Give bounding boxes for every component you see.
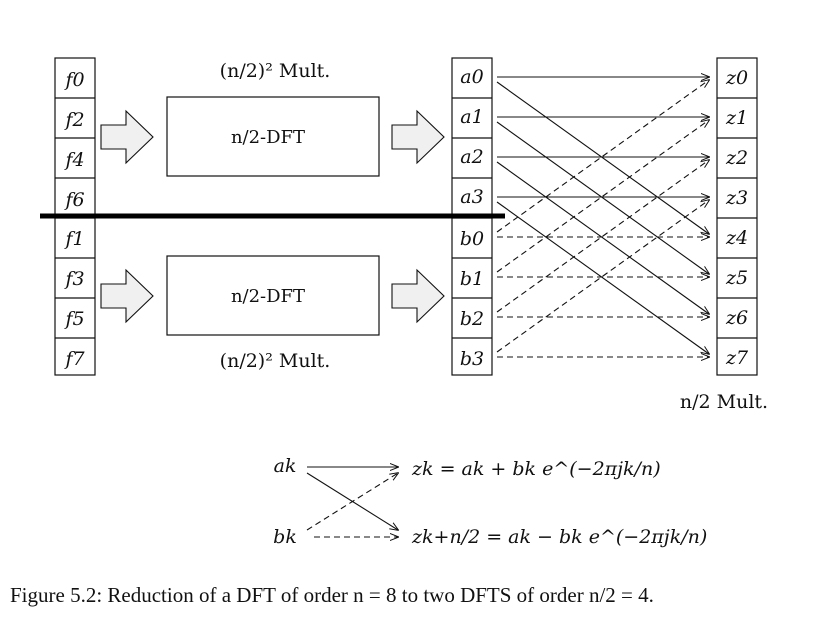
mid-b2: b2 — [460, 308, 484, 330]
block-arrow-top-right — [391, 109, 445, 165]
arrow-a0-z4 — [496, 81, 709, 234]
output-z6: z6 — [725, 307, 748, 329]
mult-top-label: (n/2)² Mult. — [220, 60, 331, 82]
legend-ak: ak — [274, 455, 297, 477]
input-f7: f7 — [63, 348, 85, 370]
mid-a3: a3 — [460, 186, 483, 208]
arrow-a1-z5 — [496, 121, 709, 274]
input-f2: f2 — [63, 109, 84, 131]
mult-bottom-label: (n/2)² Mult. — [220, 350, 331, 372]
mid-a1: a1 — [460, 106, 483, 128]
legend-arrow-bk-zk — [306, 473, 398, 531]
input-f4: f4 — [63, 149, 84, 171]
output-z4: z4 — [725, 227, 748, 249]
mid-a2: a2 — [460, 146, 483, 168]
arrow-b2-z2 — [496, 160, 709, 313]
output-z0: z0 — [725, 67, 748, 89]
legend-bk: bk — [273, 526, 297, 548]
input-f3: f3 — [63, 268, 84, 290]
output-z3: z3 — [725, 187, 748, 209]
legend: ak bk zk = ak + bk e^(−2πjk/n) zk+n/2 = … — [273, 455, 707, 548]
input-f5: f5 — [63, 308, 84, 330]
arrow-a3-z7 — [496, 201, 709, 354]
output-z2: z2 — [725, 147, 748, 169]
dft-top-label: n/2-DFT — [231, 127, 305, 148]
output-z7: z7 — [725, 347, 749, 369]
mid-a0: a0 — [460, 66, 483, 88]
block-arrow-bottom-right — [391, 268, 445, 324]
mult-right-label: n/2 Mult. — [680, 391, 768, 413]
block-arrow-bottom-left — [100, 268, 154, 324]
arrow-b3-z3 — [496, 200, 709, 353]
block-arrow-top-left — [100, 109, 154, 165]
input-f6: f6 — [63, 189, 84, 211]
input-f0: f0 — [63, 69, 84, 91]
figure-caption: Figure 5.2: Reduction of a DFT of order … — [10, 583, 654, 607]
arrow-b0-z0 — [496, 80, 709, 233]
mid-b0: b0 — [460, 228, 484, 250]
mid-b1: b1 — [460, 268, 484, 290]
legend-zkn2-equation: zk+n/2 = ak − bk e^(−2πjk/n) — [411, 526, 707, 548]
dft-box-bottom — [166, 255, 380, 336]
dft-bottom-label: n/2-DFT — [231, 286, 305, 307]
input-f1: f1 — [63, 228, 84, 250]
arrow-b1-z1 — [496, 120, 709, 273]
mid-b3: b3 — [460, 348, 484, 370]
dft-box-top — [166, 96, 380, 177]
output-column — [716, 57, 758, 376]
legend-zk-equation: zk = ak + bk e^(−2πjk/n) — [411, 458, 661, 480]
output-z5: z5 — [725, 267, 748, 289]
arrow-a2-z6 — [496, 161, 709, 314]
output-z1: z1 — [725, 107, 748, 129]
